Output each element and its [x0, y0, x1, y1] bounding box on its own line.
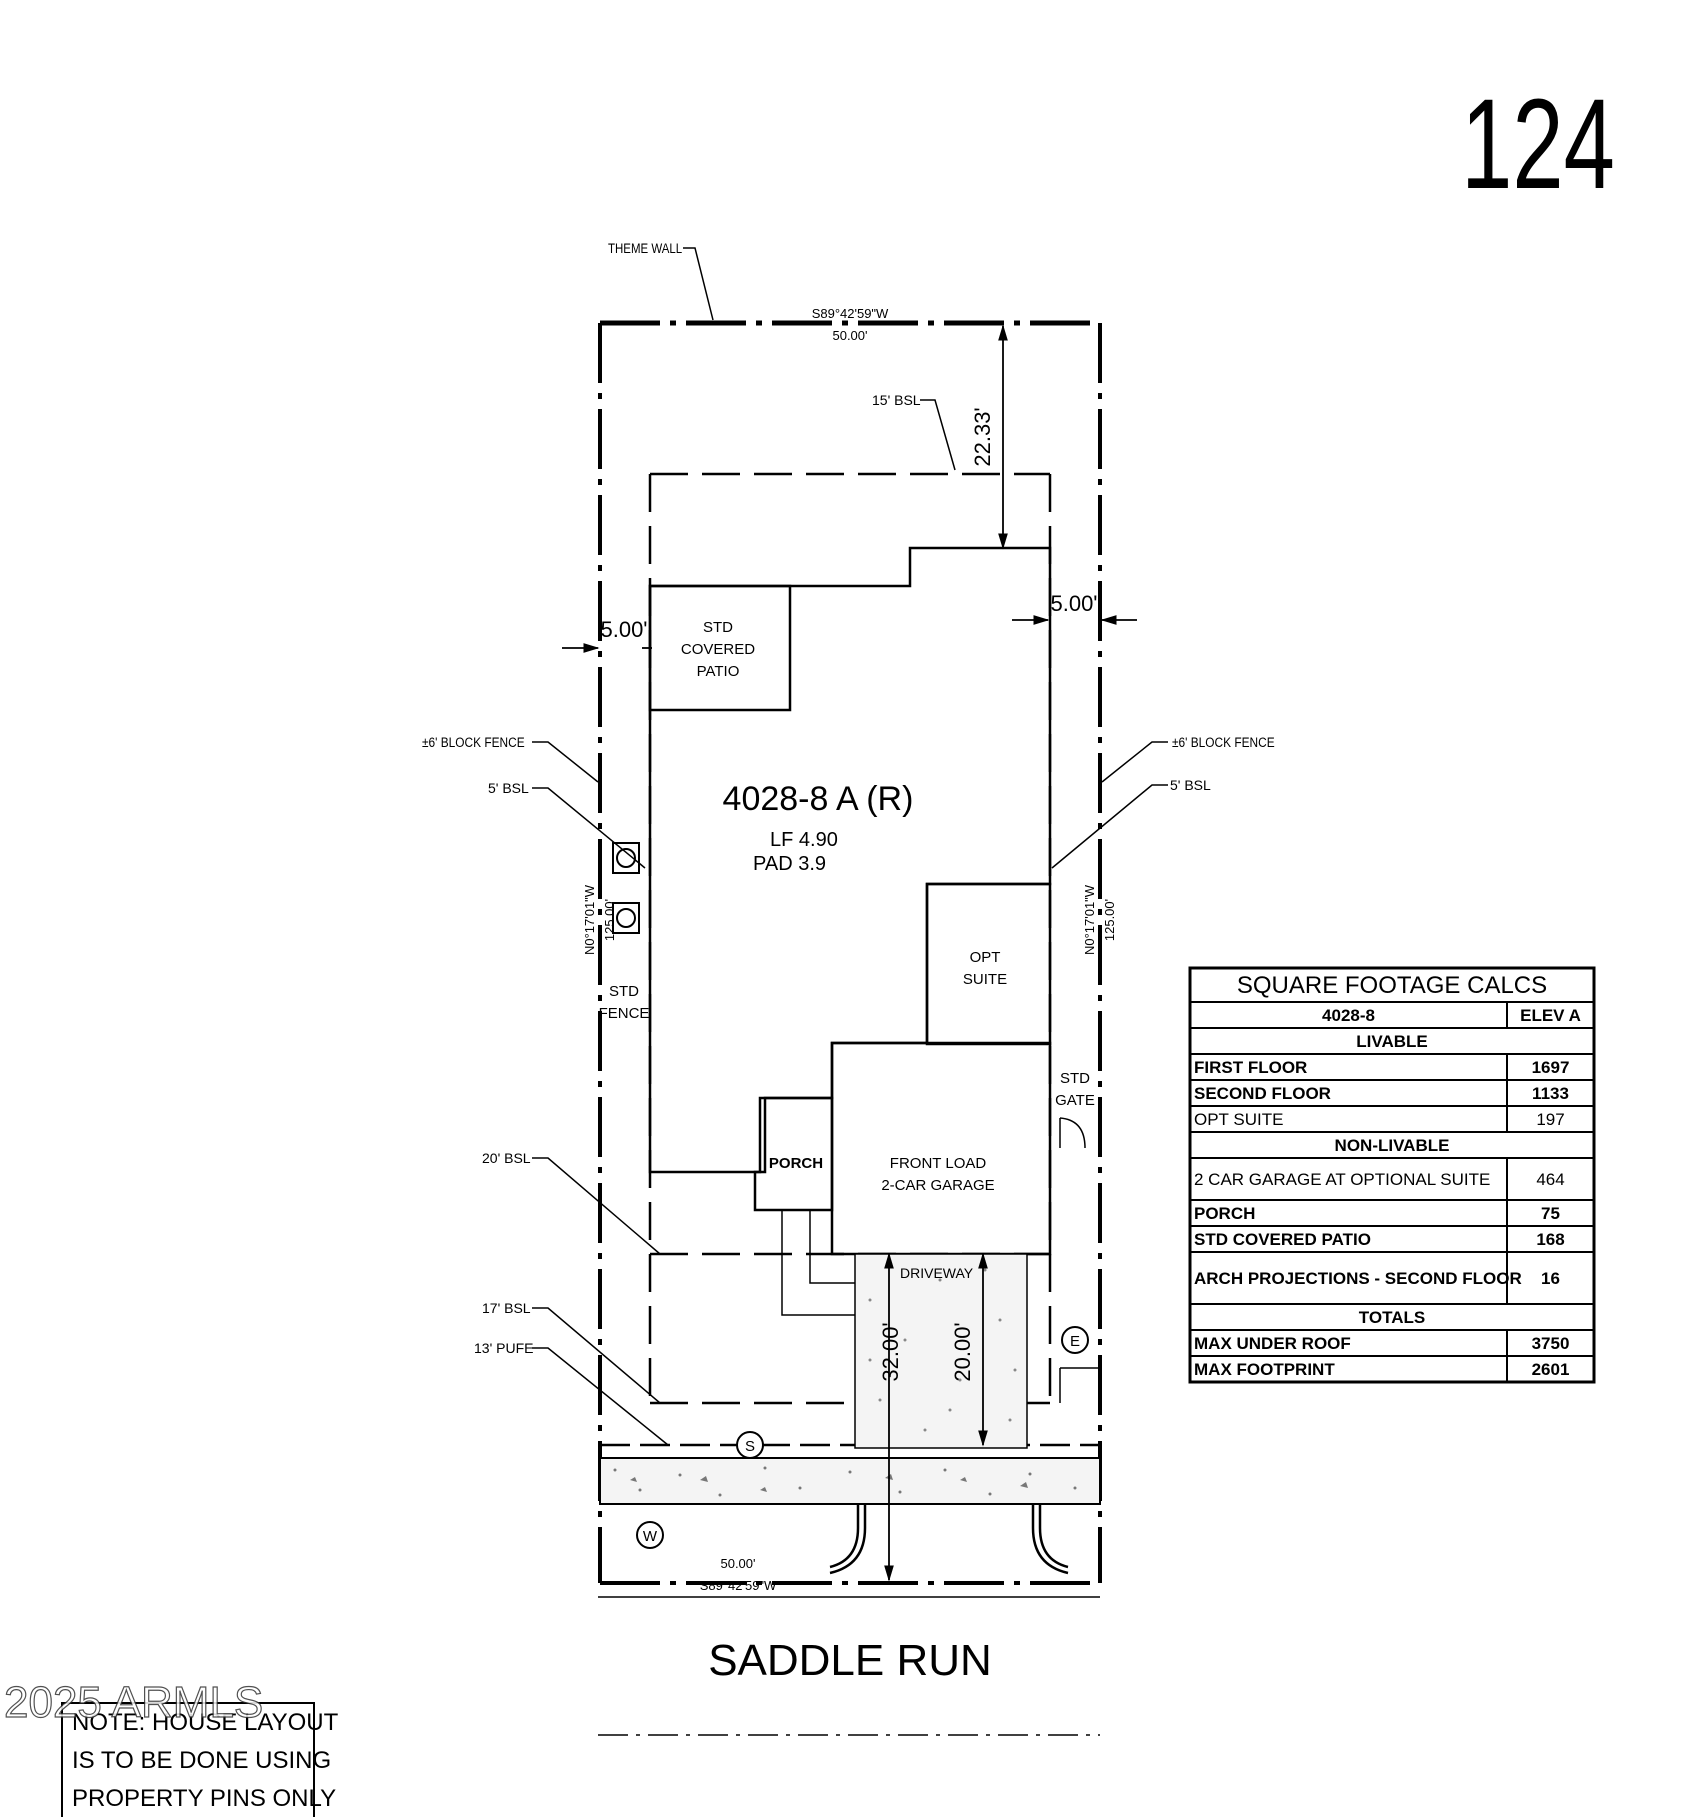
section-1: NON-LIVABLE: [1335, 1136, 1450, 1155]
plan-label: 4028-8 A (R): [723, 780, 914, 818]
theme-wall-label: THEME WALL: [608, 240, 682, 256]
sewer-marker: [736, 1431, 764, 1459]
std-gate-label-1: STD: [1060, 1070, 1090, 1087]
row-0-0-label: FIRST FLOOR: [1194, 1058, 1307, 1077]
pad-value: PAD 3.9: [753, 853, 826, 875]
note-line-3: PROPERTY PINS ONLY: [72, 1785, 336, 1812]
bsl5-left-label: 5' BSL: [488, 780, 529, 796]
sewer-label: S: [745, 1438, 755, 1455]
layout-note: NOTE: HOUSE LAYOUT IS TO BE DONE USING P…: [61, 1702, 339, 1817]
garage-label-1: FRONT LOAD: [890, 1155, 987, 1172]
row-1-3-value: 16: [1541, 1269, 1560, 1288]
note-line-2: IS TO BE DONE USING: [72, 1747, 331, 1774]
top-distance: 50.00': [832, 328, 867, 343]
patio-label-3: PATIO: [697, 663, 740, 680]
dim-20: 20.00': [950, 1322, 975, 1381]
pufe13-label: 13' PUFE: [474, 1340, 533, 1356]
note-line-1: NOTE: HOUSE LAYOUT: [72, 1709, 339, 1736]
right-bearing: N0°17'01"W: [1082, 884, 1097, 955]
bsl17-label: 17' BSL: [482, 1300, 531, 1316]
section-0: LIVABLE: [1356, 1032, 1427, 1051]
header-plan: 4028-8: [1322, 1006, 1375, 1025]
table-title: SQUARE FOOTAGE CALCS: [1237, 972, 1547, 999]
row-2-1-value: 2601: [1532, 1360, 1570, 1379]
water-label: W: [643, 1528, 658, 1545]
section-2: TOTALS: [1359, 1308, 1425, 1327]
row-2-0-value: 3750: [1532, 1334, 1570, 1353]
garage: [830, 1041, 1052, 1256]
row-1-2-value: 168: [1536, 1230, 1564, 1249]
left-bearing: N0°17'01"W: [582, 884, 597, 955]
opt-suite-label-2: SUITE: [963, 971, 1007, 988]
electric-marker: [1061, 1326, 1089, 1354]
row-0-2-value: 197: [1536, 1110, 1564, 1129]
row-0-1-label: SECOND FLOOR: [1194, 1084, 1331, 1103]
row-2-0-label: MAX UNDER ROOF: [1194, 1334, 1351, 1353]
opt-suite-label-1: OPT: [970, 949, 1001, 966]
row-2-1-label: MAX FOOTPRINT: [1194, 1360, 1335, 1379]
lot-number: 124: [1461, 72, 1615, 215]
watermark: 2025 ARMLS: [4, 1678, 263, 1727]
water-marker: [636, 1521, 664, 1549]
bsl20-label: 20' BSL: [482, 1150, 531, 1166]
porch-label: PORCH: [769, 1155, 823, 1172]
row-1-0-label: 2 CAR GARAGE AT OPTIONAL SUITE: [1194, 1170, 1490, 1189]
patio-label-2: COVERED: [681, 641, 755, 658]
block-fence-left-label: ±6' BLOCK FENCE: [422, 734, 525, 750]
dim-32: 32.00': [878, 1322, 903, 1381]
row-0-0-value: 1697: [1532, 1058, 1570, 1077]
std-fence-label-2: FENCE: [599, 1005, 650, 1022]
left-distance: 125.00': [602, 899, 617, 941]
driveway-label: DRIVEWAY: [900, 1265, 974, 1281]
bottom-bearing: S89°42'59"W: [700, 1578, 777, 1593]
top-bearing: S89°42'59"W: [812, 306, 889, 321]
porch: [753, 1096, 834, 1212]
curb-returns: [829, 1504, 1069, 1575]
bsl15-label: 15' BSL: [872, 392, 921, 408]
row-1-1-label: PORCH: [1194, 1204, 1255, 1223]
lf-value: LF 4.90: [770, 829, 838, 851]
block-fence-right-label: ±6' BLOCK FENCE: [1172, 734, 1275, 750]
dim-22: 22.33': [970, 407, 995, 466]
bsl5-right-label: 5' BSL: [1170, 777, 1211, 793]
row-1-0-value: 464: [1536, 1170, 1564, 1189]
row-1-2-label: STD COVERED PATIO: [1194, 1230, 1371, 1249]
garage-label-2: 2-CAR GARAGE: [881, 1177, 994, 1194]
row-1-1-value: 75: [1541, 1204, 1560, 1223]
utility-markers: [612, 842, 1098, 1549]
electric-label: E: [1070, 1333, 1080, 1350]
driveway: [854, 1253, 1028, 1449]
dim-5-left: 5.00': [600, 617, 647, 642]
dim-5-right: 5.00': [1050, 591, 1097, 616]
bottom-distance: 50.00': [720, 1556, 755, 1571]
std-fence-label-1: STD: [609, 983, 639, 1000]
row-0-1-value: 1133: [1532, 1084, 1569, 1103]
patio-label-1: STD: [703, 619, 733, 636]
std-gate-label-2: GATE: [1055, 1092, 1095, 1109]
header-elev: ELEV A: [1520, 1006, 1581, 1025]
row-1-3-label: ARCH PROJECTIONS - SECOND FLOOR: [1194, 1269, 1522, 1288]
street-name: SADDLE RUN: [708, 1636, 992, 1685]
sidewalk: [599, 1457, 1101, 1505]
property-boundary: [598, 320, 1102, 1598]
right-distance: 125.00': [1102, 899, 1117, 941]
square-footage-table: SQUARE FOOTAGE CALCS 4028-8 ELEV A LIVABLE F…: [1188, 966, 1596, 1384]
row-0-2-label: OPT SUITE: [1194, 1110, 1283, 1129]
